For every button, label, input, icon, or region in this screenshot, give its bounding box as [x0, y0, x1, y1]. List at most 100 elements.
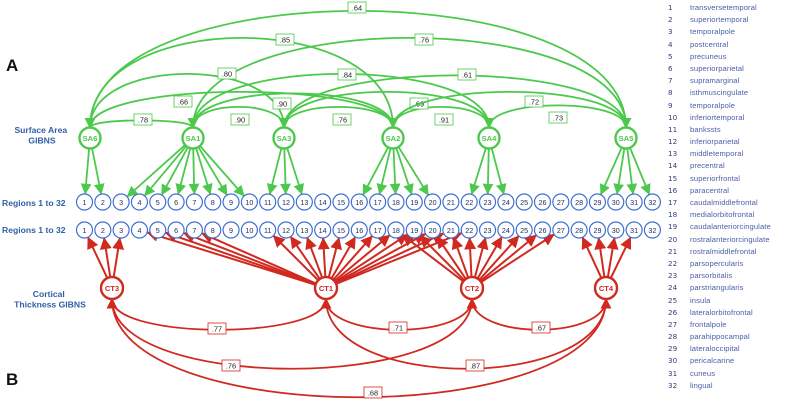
region-label-top-1: 1 [83, 198, 87, 207]
legend-number: 20 [668, 234, 678, 244]
region-node-top-14 [314, 193, 332, 211]
sa-loading-SA1-to-6 [175, 147, 192, 195]
region-node-bottom-16 [350, 221, 368, 239]
sa-corr-value-SA2-SA4: .91 [439, 116, 449, 125]
region-label-top-32: 32 [648, 198, 656, 207]
region-node-top-6 [167, 193, 185, 211]
sa-loading-SA5-to-30 [613, 148, 626, 195]
region-label-top-29: 29 [593, 198, 601, 207]
sa-factor-node-SA2 [381, 126, 405, 150]
legend-region-name: bankssts [690, 124, 721, 134]
region-label-top-20: 20 [429, 198, 437, 207]
region-node-bottom-18 [387, 221, 405, 239]
sa-corr-arc-SA6-SA2 [84, 90, 399, 129]
sa-corr-arc-SA2-SA5 [387, 91, 632, 129]
legend-region-name: transversetemporal [690, 3, 757, 12]
legend-number: 13 [668, 149, 678, 159]
region-label-bottom-20: 20 [429, 226, 437, 235]
sa-corr-label-box-SA1-SA5 [414, 33, 434, 46]
ct-corr-value-CT3-CT4: .68 [368, 389, 378, 398]
sa-corr-value-SA6-SA2: .85 [280, 36, 290, 45]
region-label-bottom-26: 26 [539, 226, 547, 235]
region-node-bottom-28 [570, 221, 588, 239]
region-node-top-28 [570, 193, 588, 211]
region-label-bottom-17: 17 [374, 226, 382, 235]
ct-loading-CT2-to-23 [473, 237, 489, 278]
region-label-bottom-22: 22 [465, 226, 473, 235]
sa-factor-label-SA3: SA3 [277, 134, 292, 143]
ct-loading-CT1-to-17 [332, 235, 373, 281]
ct-loading-CT3-to-1 [87, 236, 109, 279]
sa-corr-arc-SA6-SA2 [84, 36, 399, 129]
region-label-bottom-18: 18 [392, 226, 400, 235]
region-label-top-26: 26 [539, 198, 547, 207]
region-label-top-24: 24 [502, 198, 510, 207]
ct-corr-label-box-CT1-CT2 [388, 321, 408, 334]
region-node-top-15 [332, 193, 350, 211]
region-label-bottom-16: 16 [355, 226, 363, 235]
region-node-top-1 [75, 193, 94, 211]
region-node-top-10 [240, 193, 258, 211]
sa-corr-label-box-SA6-SA2 [275, 33, 295, 46]
region-node-bottom-19 [405, 221, 423, 239]
ct-loading-CT1-to-18 [333, 234, 391, 282]
legend-row: 13 middletemporal [668, 148, 790, 160]
ct-corr-value-CT3-CT2: .76 [226, 362, 236, 371]
legend-region-name: middletemporal [690, 149, 744, 159]
region-node-top-22 [460, 193, 478, 211]
region-node-bottom-17 [369, 221, 387, 239]
cortical-thickness-correlation-arcs: .77.71.67.76.87.68 [106, 297, 612, 399]
region-label-top-11: 11 [264, 198, 271, 207]
legend-region-name: lateralorbitofrontal [690, 307, 753, 317]
region-label-bottom-7: 7 [192, 226, 196, 235]
sa-corr-label-box-SA1-SA2 [272, 97, 292, 110]
region-label-bottom-30: 30 [612, 226, 620, 235]
ct-loading-CT2-to-26 [479, 234, 537, 282]
region-node-bottom-22 [460, 221, 478, 239]
sa-corr-value-SA1-SA4: .84 [342, 71, 352, 80]
legend-number: 11 [668, 124, 678, 134]
region-node-bottom-4 [130, 221, 149, 239]
surface-area-group-label: Surface Area GIBNS [14, 125, 67, 146]
sa-corr-label-box-SA1-SA4 [337, 68, 357, 81]
ct-loading-CT1-to-7 [201, 232, 317, 285]
region-label-top-8: 8 [211, 198, 215, 207]
ct-loading-CT2-to-25 [478, 235, 520, 281]
region-label-bottom-27: 27 [557, 226, 565, 235]
legend-region-name: superiorfrontal [690, 173, 741, 183]
sa-corr-arc-SA3-SA4 [278, 90, 495, 129]
region-node-top-19 [405, 193, 423, 211]
legend-region-name: precuneus [690, 51, 727, 61]
ct-loading-CT2-to-24 [476, 236, 503, 280]
sa-factor-node-SA1 [181, 126, 205, 150]
region-label-bottom-8: 8 [211, 226, 215, 235]
sa-corr-value-SA4-SA5: .73 [553, 114, 563, 123]
sa-loading-SA2-to-19 [395, 147, 414, 195]
region-label-bottom-15: 15 [337, 226, 345, 235]
region-label-bottom-1: 1 [83, 226, 87, 235]
region-node-bottom-9 [222, 221, 240, 239]
legend-region-name: pericalcarine [690, 356, 735, 366]
sa-corr-label-box-SA3-SA5 [457, 68, 477, 81]
ct-loading-CT1-to-15 [327, 237, 342, 278]
region-label-bottom-24: 24 [502, 226, 510, 235]
legend-region-name: supramarginal [690, 76, 740, 86]
regions-row-label-top: Regions 1 to 32 [2, 198, 66, 208]
ct-factor-node-CT2 [459, 275, 485, 301]
regions-row-label-bottom: Regions 1 to 32 [2, 225, 66, 235]
legend-number: 24 [668, 283, 678, 293]
surface-area-loading-arrows [80, 144, 651, 198]
region-node-top-8 [204, 193, 222, 211]
region-label-top-13: 13 [300, 198, 308, 207]
region-node-top-32 [643, 193, 662, 211]
region-label-top-7: 7 [192, 198, 196, 207]
region-node-bottom-13 [295, 221, 313, 239]
ct-loading-CT2-to-18 [401, 234, 464, 283]
legend-region-name: medialorbitofrontal [690, 210, 755, 220]
ct-factor-label-CT2: CT2 [465, 284, 479, 293]
sa-loading-SA6-to-1 [80, 148, 92, 195]
sa-label-line2: GIBNS [28, 136, 55, 146]
